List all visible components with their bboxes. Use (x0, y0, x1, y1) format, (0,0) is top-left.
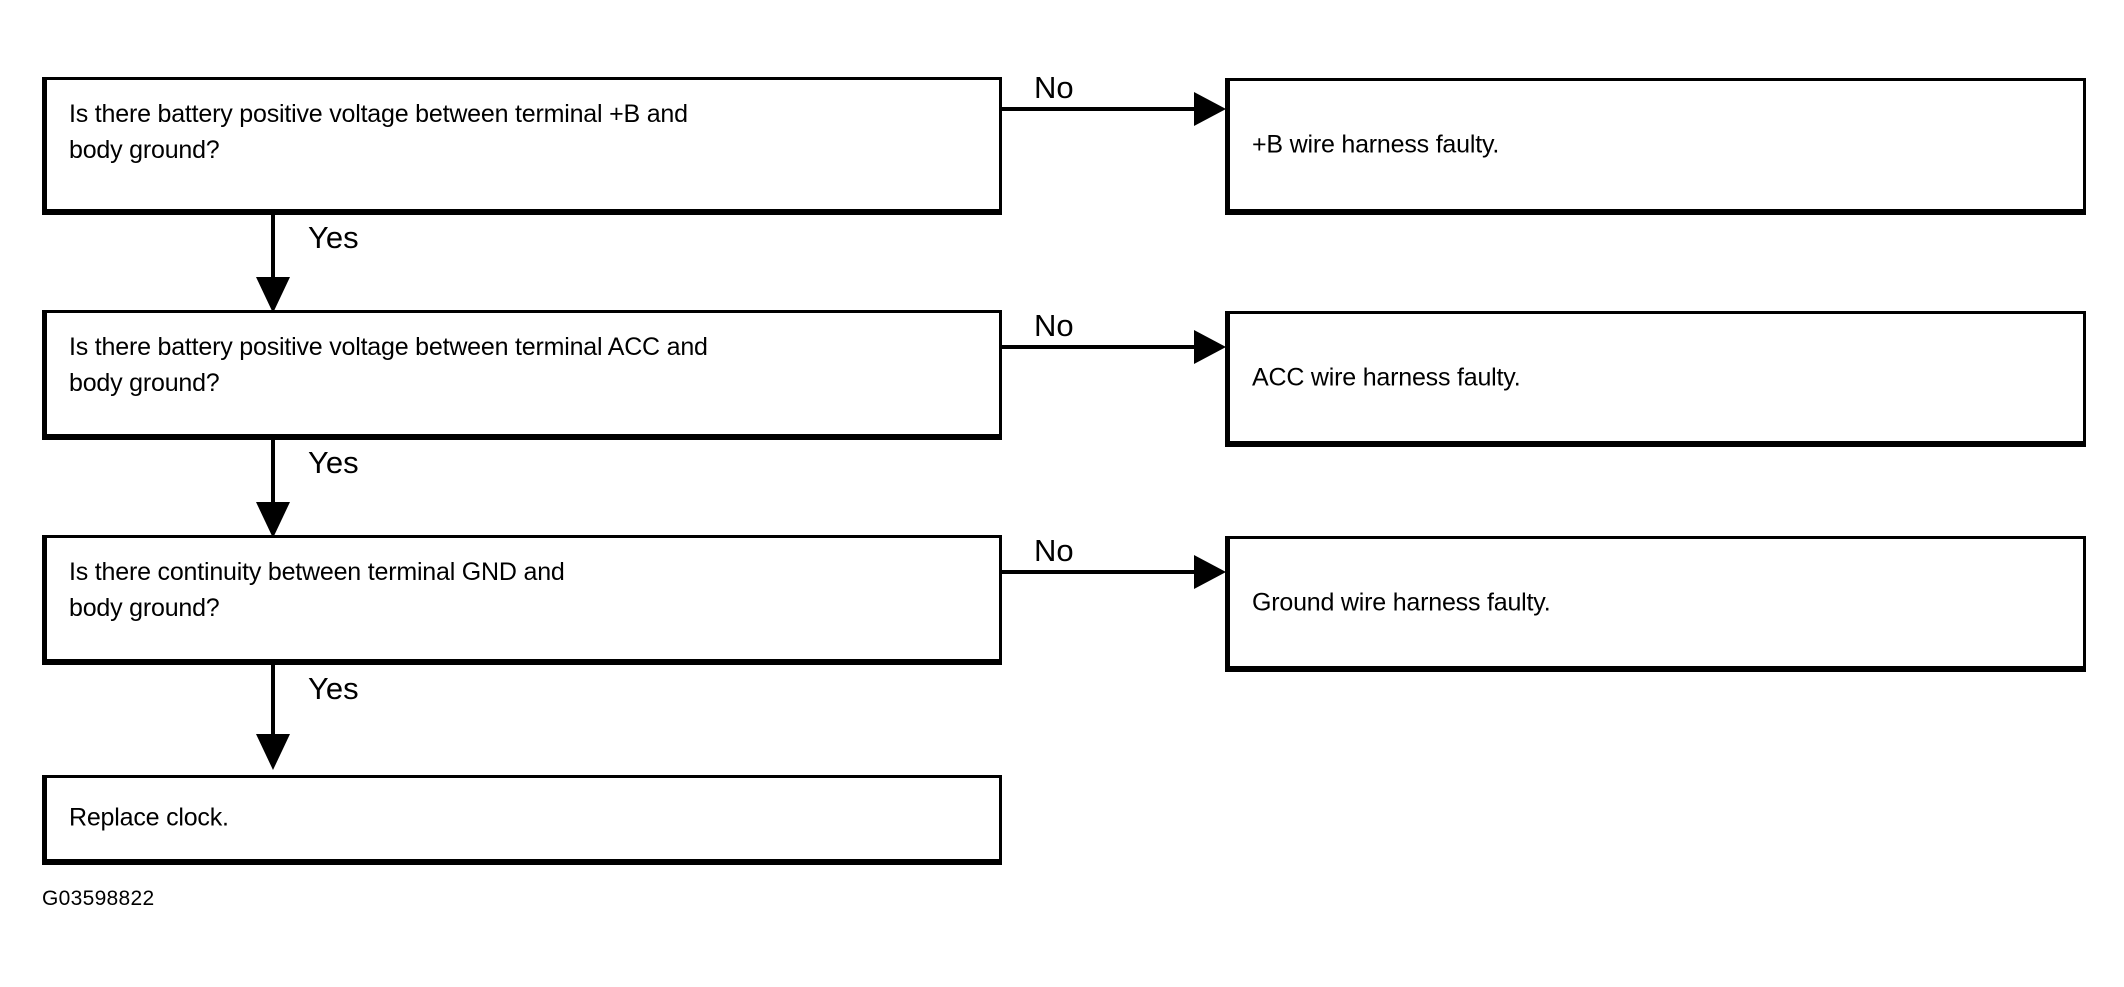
edge-label-no-step-1: No (1034, 70, 1074, 105)
arrowhead-down-step-2-icon (256, 502, 290, 538)
result-box-step-3: Ground wire harness faulty. (1225, 536, 2086, 672)
final-action-box: Replace clock. (42, 775, 1002, 865)
figure-code-label: G03598822 (42, 887, 155, 910)
connector-yes-line-step-2 (271, 440, 275, 510)
edge-label-yes-step-1: Yes (308, 220, 359, 255)
edge-label-no-step-2: No (1034, 308, 1074, 343)
edge-label-yes-step-3: Yes (308, 671, 359, 706)
decision-box-step-2-text: Is there battery positive voltage betwee… (69, 333, 708, 397)
arrowhead-right-step-3-icon (1194, 555, 1226, 589)
decision-box-step-3: Is there continuity between terminal GND… (42, 535, 1002, 665)
result-box-step-1-text: +B wire harness faulty. (1252, 130, 1500, 159)
connector-yes-line-step-3 (271, 665, 275, 740)
connector-no-line-step-2 (1002, 345, 1198, 349)
arrowhead-down-step-3-icon (256, 734, 290, 770)
connector-no-line-step-3 (1002, 570, 1198, 574)
connector-no-line-step-1 (1002, 107, 1198, 111)
edge-label-yes-step-2: Yes (308, 445, 359, 480)
decision-box-step-2: Is there battery positive voltage betwee… (42, 310, 1002, 440)
decision-box-step-3-text: Is there continuity between terminal GND… (69, 558, 565, 622)
connector-yes-line-step-1 (271, 215, 275, 285)
result-box-step-1: +B wire harness faulty. (1225, 78, 2086, 215)
decision-box-step-1-text: Is there battery positive voltage betwee… (69, 100, 688, 164)
result-box-step-2: ACC wire harness faulty. (1225, 311, 2086, 447)
edge-label-no-step-3: No (1034, 533, 1074, 568)
arrowhead-down-step-1-icon (256, 277, 290, 313)
final-action-box-text: Replace clock. (69, 803, 229, 832)
result-box-step-2-text: ACC wire harness faulty. (1252, 362, 1521, 391)
decision-box-step-1: Is there battery positive voltage betwee… (42, 77, 1002, 215)
arrowhead-right-step-2-icon (1194, 330, 1226, 364)
result-box-step-3-text: Ground wire harness faulty. (1252, 587, 1551, 616)
arrowhead-right-step-1-icon (1194, 92, 1226, 126)
